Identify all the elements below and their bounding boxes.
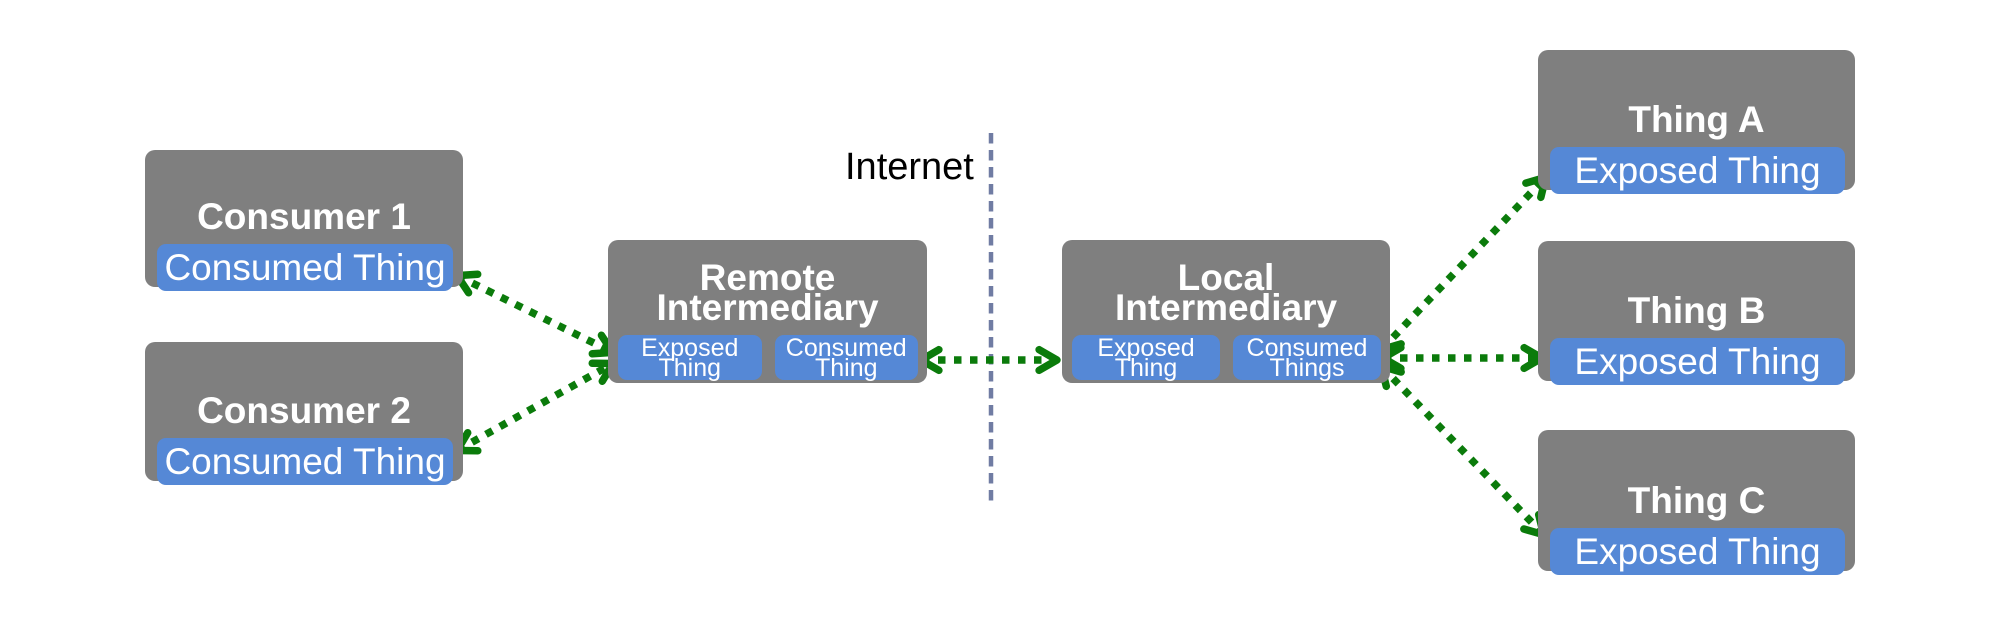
node-consumer1: Consumer 1 Consumed Thing [145,150,463,291]
node-local-intermediary-consumed-things-label: Consumed Things [1246,333,1368,382]
edge-consumer2-remote-intermediary [453,359,617,455]
node-consumer2: Consumer 2 Consumed Thing [145,342,463,485]
node-thing-c-title: Thing C [1627,480,1766,521]
node-thing-b-title: Thing B [1627,290,1766,331]
node-remote-intermediary-exposed-thing-bar: Exposed Thing [618,335,762,380]
node-local-intermediary-bars: Exposed Thing Consumed Things [1072,335,1381,380]
internet-label: Internet [845,146,974,188]
node-remote-intermediary-bars: Exposed Thing Consumed Thing [618,335,918,380]
edge-consumer1-remote-intermediary [453,270,617,358]
node-local-intermediary-exposed-thing-label: Exposed Thing [1097,333,1195,382]
node-local-intermediary-consumed-things-bar: Consumed Things [1233,335,1381,380]
node-thing-c: Thing C Exposed Thing [1538,430,1855,575]
node-thing-a-exposed-thing-bar: Exposed Thing [1550,147,1845,194]
node-thing-a: Thing A Exposed Thing [1538,50,1855,194]
node-remote-intermediary-consumed-thing-bar: Consumed Thing [774,333,918,382]
node-local-intermediary-title: Local Intermediary [1114,257,1338,328]
node-local-intermediary-exposed-thing-bar: Exposed Thing [1072,335,1220,380]
edge-local-intermediary-thing-a [1377,173,1550,354]
node-thing-a-title: Thing A [1628,99,1765,140]
node-thing-c-exposed-thing-bar: Exposed Thing [1550,528,1845,575]
node-remote-intermediary: Remote Intermediary Exposed Thing Consum… [608,240,927,383]
node-consumer1-consumed-thing-bar: Consumed Thing [157,244,453,291]
node-thing-b-exposed-thing-bar: Exposed Thing [1550,338,1845,385]
node-remote-intermediary-exposed-thing-label: Exposed Thing [641,333,739,382]
node-consumer1-title: Consumer 1 [197,196,411,237]
node-consumer2-consumed-thing-bar: Consumed Thing [157,438,453,485]
node-local-intermediary: Local Intermediary Exposed Thing Consume… [1062,240,1390,383]
node-remote-intermediary-consumed-thing-label: Consumed Thing [785,333,907,382]
edge-local-intermediary-thing-c [1377,362,1548,539]
node-thing-b: Thing B Exposed Thing [1538,241,1855,385]
node-consumer2-title: Consumer 2 [197,390,411,431]
node-remote-intermediary-title: Remote Intermediary [656,257,879,328]
